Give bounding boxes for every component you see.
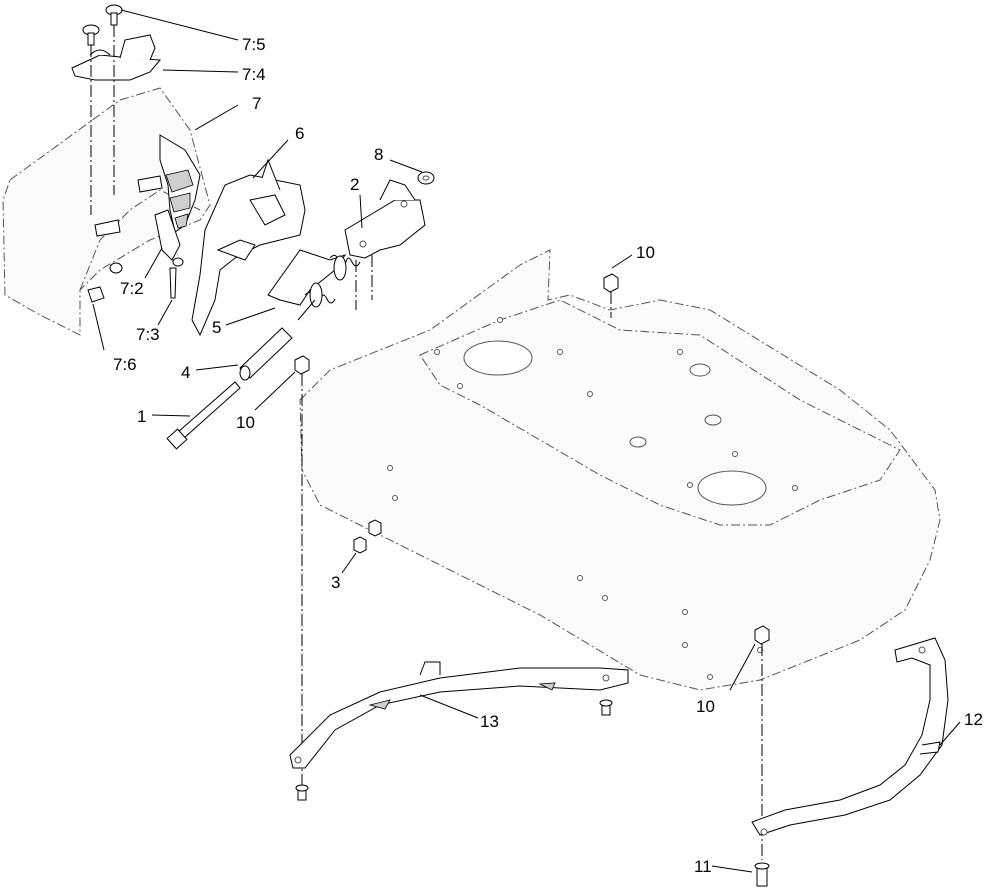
shield-clips: [94, 175, 181, 261]
callout-11: 11: [694, 857, 712, 876]
pivot-bolt: [166, 381, 241, 450]
carriage-bolts: [295, 699, 770, 887]
baffle-left: [289, 661, 629, 769]
torsion-spring: [267, 249, 361, 321]
leader-lines: [92, 9, 961, 873]
callout-7-3: 7:3: [136, 325, 160, 344]
callout-1: 1: [137, 407, 146, 426]
callout-4: 4: [181, 363, 190, 382]
callout-7-5: 7:5: [242, 35, 266, 54]
discharge-chute: [191, 158, 306, 337]
screw: [169, 257, 184, 299]
callout-2: 2: [350, 175, 359, 194]
baffle-right: [751, 637, 949, 836]
shield-pins: [82, 4, 123, 46]
callout-7: 7: [252, 94, 261, 113]
callout-5: 5: [212, 318, 221, 337]
callout-3: 3: [331, 573, 340, 592]
mounting-bracket: [344, 179, 426, 310]
shield-bracket: [71, 34, 162, 81]
mower-deck-phantom: [299, 249, 941, 691]
flange-bolts: [353, 519, 382, 554]
callout-12: 12: [964, 710, 983, 729]
shield: [2, 87, 211, 336]
callout-13: 13: [480, 712, 499, 731]
callout-10-top: 10: [636, 243, 655, 262]
callout-6: 6: [295, 124, 304, 143]
callout-labels: 7:5 7:4 7 6 8 2 10 7:2 7:3 5 7:6 4 1 10 …: [113, 35, 983, 876]
callout-10-left: 10: [236, 413, 255, 432]
callout-10-bottom: 10: [696, 697, 715, 716]
nut: [417, 171, 435, 185]
shield-knob: [87, 262, 123, 303]
pin-centerlines: [90, 25, 115, 215]
callout-7-2: 7:2: [120, 279, 144, 298]
spacer-tube: [239, 327, 293, 381]
callout-7-6: 7:6: [113, 355, 137, 374]
callout-7-4: 7:4: [242, 65, 266, 84]
callout-8: 8: [374, 145, 383, 164]
lock-nuts: [294, 273, 770, 860]
